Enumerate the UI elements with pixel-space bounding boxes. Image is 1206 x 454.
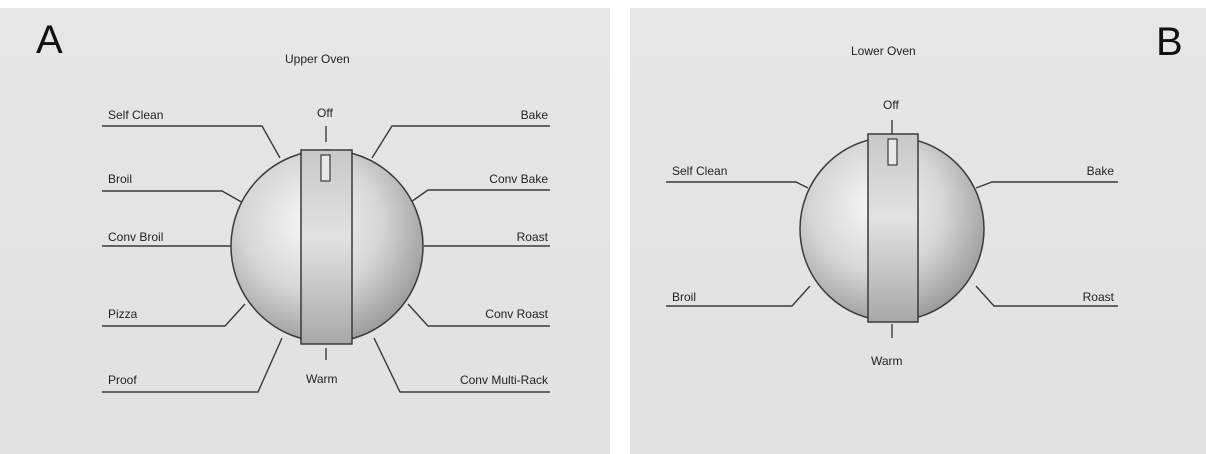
lower-leader-line-bake (975, 181, 1118, 189)
panel-letter-a: A (36, 18, 63, 62)
leader-line-conv-multi-rack (373, 337, 550, 393)
label-broil: Broil (108, 172, 133, 186)
label-conv-multi-rack: Conv Multi-Rack (459, 373, 548, 387)
label-pizza: Pizza (108, 307, 138, 321)
lower-oven-knob-diagram (666, 120, 1118, 338)
lower-leader-line-self-clean (666, 181, 809, 189)
lower-oven-knob-indicator (887, 138, 898, 166)
upper-oven-knob-indicator (320, 154, 331, 182)
lower-label-bake: Bake (1086, 164, 1114, 178)
leader-line-self-clean (102, 125, 281, 159)
lower-leader-line-broil (666, 285, 811, 307)
label-conv-broil: Conv Broil (108, 230, 164, 244)
lower-label-broil: Broil (672, 290, 697, 304)
upper-oven-title: Upper Oven (285, 52, 350, 66)
upper-oven-knob-diagram (102, 125, 550, 393)
label-proof: Proof (108, 373, 137, 387)
lower-oven-title: Lower Oven (851, 44, 916, 58)
leader-line-proof (102, 337, 283, 393)
leader-line-pizza (102, 303, 246, 327)
leader-line-broil (102, 190, 246, 205)
label-bake: Bake (520, 108, 548, 122)
label-conv-bake: Conv Bake (489, 172, 548, 186)
lower-label-self-clean: Self Clean (672, 164, 728, 178)
panel-letter-b: B (1156, 20, 1183, 64)
label-self-clean: Self Clean (108, 108, 164, 122)
upper-oven-panel: A Upper Oven (0, 8, 610, 454)
label-conv-roast: Conv Roast (485, 307, 548, 321)
label-roast: Roast (516, 230, 548, 244)
lower-off-label: Off (883, 98, 899, 112)
lower-oven-knob-grip (867, 133, 919, 323)
lower-label-roast: Roast (1082, 290, 1114, 304)
lower-oven-panel: B Lower Oven Off Warm Se (630, 8, 1206, 454)
leader-line-bake (371, 125, 550, 159)
leader-line-conv-bake (407, 189, 550, 205)
lower-leader-line-roast (975, 285, 1118, 307)
upper-warm-label: Warm (306, 372, 338, 386)
leader-line-conv-roast (407, 303, 550, 327)
upper-off-label: Off (317, 106, 333, 120)
lower-warm-label: Warm (871, 354, 903, 368)
upper-oven-knob-grip (300, 149, 353, 345)
